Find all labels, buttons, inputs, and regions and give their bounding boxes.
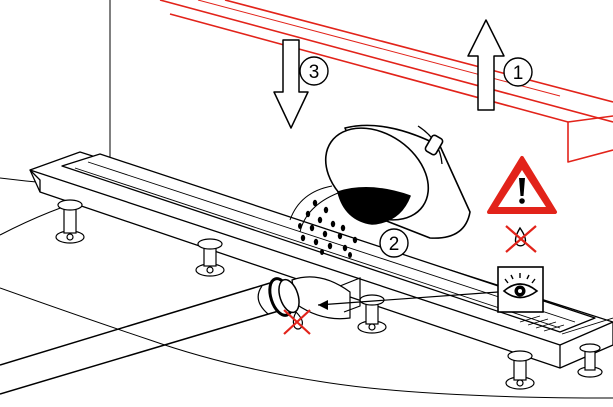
foot	[56, 200, 84, 243]
step-2-badge: 2	[380, 229, 408, 257]
foot	[506, 351, 534, 389]
step-3-number: 3	[309, 62, 320, 83]
waste-pipe	[0, 276, 303, 394]
arrow-down-step-3	[274, 40, 308, 128]
step-3-badge: 3	[300, 57, 328, 85]
eye-icon	[498, 267, 543, 312]
crossed-drop-icon	[506, 226, 536, 252]
foot	[196, 239, 224, 276]
crossed-drop-icon	[284, 310, 310, 334]
warning-triangle-icon	[489, 158, 555, 212]
step-1-number: 1	[513, 63, 524, 84]
step-2-number: 2	[389, 234, 400, 255]
foot	[578, 344, 602, 377]
bucket	[308, 109, 470, 239]
step-1-badge: 1	[504, 58, 532, 86]
